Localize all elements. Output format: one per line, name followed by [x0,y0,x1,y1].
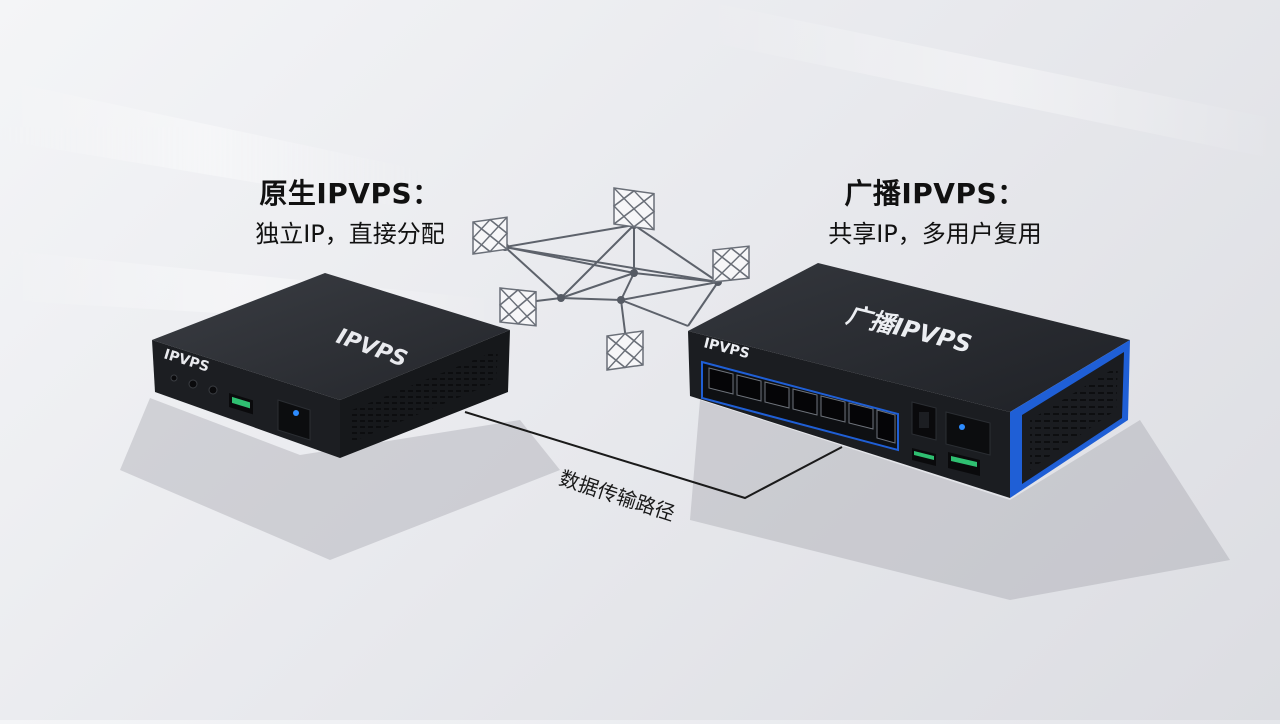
left-device-side-vents [352,350,498,442]
right-caption: 广播IPVPS： 共享IP，多用户复用 [810,172,1060,249]
left-device-shadow [120,398,560,560]
network-mesh-icon [504,224,719,349]
right-power-switch-icon [911,401,937,441]
light-beams [0,0,1280,330]
right-usb-ports [912,448,980,476]
left-device-top [152,273,510,400]
left-device [152,273,510,458]
right-device-top [688,263,1130,412]
usb-port-icon [229,393,253,415]
left-caption: 原生IPVPS： 独立IP，直接分配 [230,172,470,249]
left-caption-title: 原生IPVPS： [259,177,441,210]
right-device-side-vents [1030,366,1118,470]
ethernet-port-icon [708,367,896,444]
right-device [688,263,1130,498]
data-path-line [464,411,843,500]
left-front-ports [170,374,218,395]
right-caption-subtitle: 共享IP，多用户复用 [828,220,1042,248]
left-caption-subtitle: 独立IP，直接分配 [255,220,445,248]
right-device-shadow [690,400,1230,600]
right-display-panel [945,411,991,456]
right-caption-title: 广播IPVPS： [844,177,1026,210]
power-switch-icon [277,399,311,441]
network-endpoint-boxes [471,187,751,371]
